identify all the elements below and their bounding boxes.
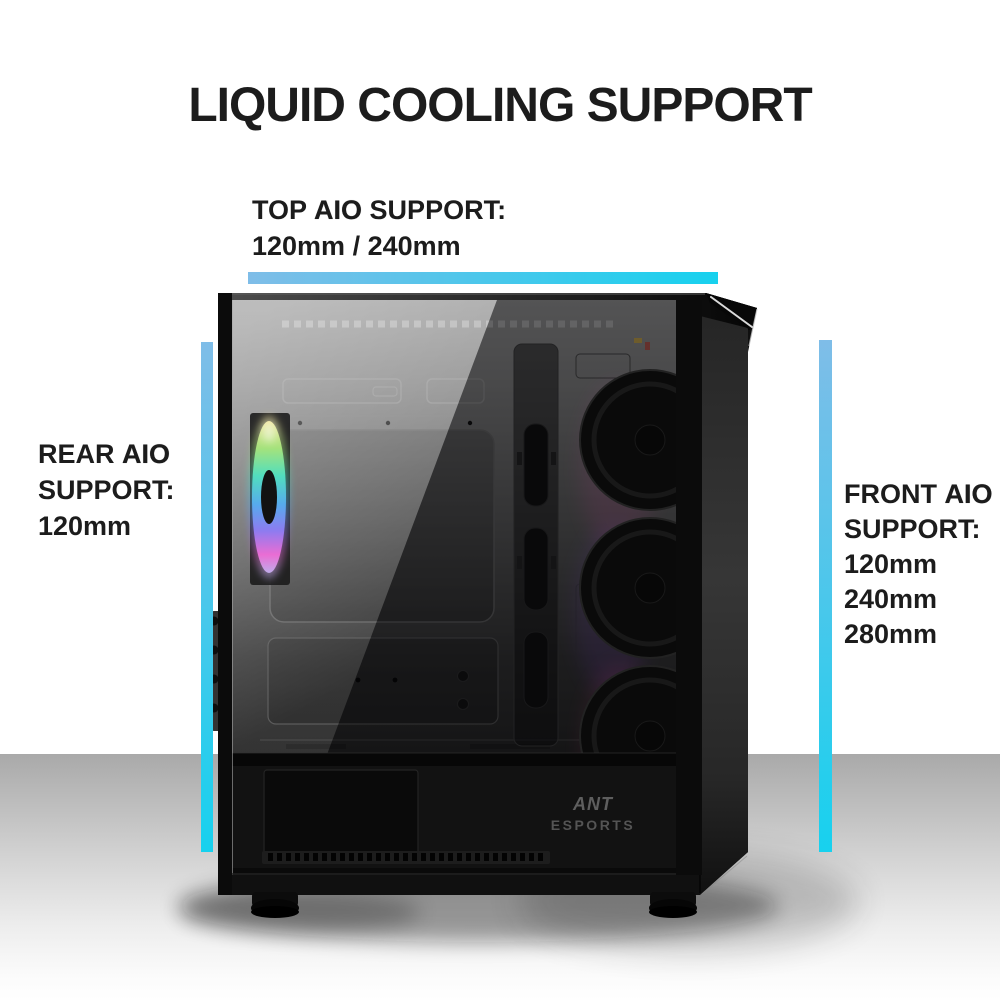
front-aio-label-line1: FRONT AIO <box>844 477 993 512</box>
front-aio-prefix: FRONT <box>844 479 945 509</box>
top-aio-sizes: 120mm / 240mm <box>252 231 461 261</box>
case-rear-edge <box>218 293 232 895</box>
top-aio-suffix: SUPPORT: <box>362 195 507 225</box>
top-accent-line <box>710 296 753 328</box>
brand-logo-esports: ESPORTS <box>551 817 635 833</box>
rear-aio-label: REAR AIO SUPPORT: 120mm <box>38 436 175 544</box>
front-aio-emph: AIO <box>944 479 993 509</box>
psu-section: ANT ESPORTS <box>232 752 676 875</box>
case-feet <box>251 892 697 918</box>
rear-aio-support: SUPPORT: <box>38 475 175 505</box>
tempered-glass-panel: ANT ESPORTS <box>232 300 676 875</box>
bottom-accent-line <box>701 855 748 895</box>
brand-logo-ant: ANT <box>572 794 614 814</box>
case-front-panel <box>699 293 758 895</box>
top-aio-label-line1: TOP AIO SUPPORT: <box>252 192 506 228</box>
rear-aio-size: 120mm <box>38 511 132 541</box>
front-aio-size-280: 280mm <box>844 619 938 649</box>
top-aio-label: TOP AIO SUPPORT: 120mm / 240mm <box>252 192 506 264</box>
rear-rgb-fan <box>248 413 290 585</box>
top-aio-emph: AIO <box>314 195 363 225</box>
glass-reflection <box>232 300 497 875</box>
glass-right-frame <box>676 300 702 875</box>
rear-aio-prefix: REAR <box>38 439 123 469</box>
rear-aio-label-line1: REAR AIO <box>38 436 175 472</box>
front-aio-size-120: 120mm <box>844 549 938 579</box>
front-aio-support: SUPPORT: <box>844 514 981 544</box>
top-aio-prefix: TOP <box>252 195 315 225</box>
rear-aio-measure-bar <box>201 342 213 852</box>
brand-logo: ANT ESPORTS <box>551 794 635 833</box>
top-aio-measure-bar <box>248 272 718 284</box>
front-aio-size-240: 240mm <box>844 584 938 614</box>
front-aio-measure-bar <box>819 340 832 852</box>
cable-grommet-column <box>513 343 559 747</box>
front-aio-label: FRONT AIO SUPPORT: 120mm 240mm 280mm <box>844 477 993 652</box>
rear-aio-emph: AIO <box>122 439 171 469</box>
page-title: LIQUID COOLING SUPPORT <box>188 79 812 132</box>
